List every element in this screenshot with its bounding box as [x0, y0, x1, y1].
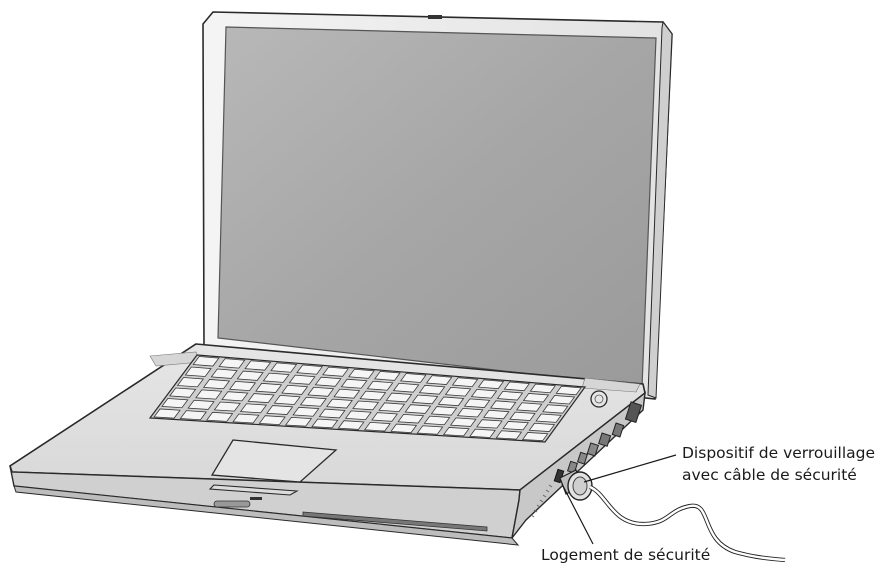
front-latch — [214, 501, 250, 507]
keyboard-key — [550, 395, 575, 404]
lid-latch — [428, 15, 442, 19]
callout-cable-lock-line2: avec câble de sécurité — [682, 464, 875, 486]
display-lid — [203, 12, 672, 399]
callout-security-slot: Logement de sécurité — [541, 544, 710, 566]
power-button — [591, 391, 607, 407]
keyboard-key — [529, 423, 554, 431]
keyboard-key — [523, 432, 548, 440]
keyboard-key — [536, 414, 561, 422]
callout-security-slot-label: Logement de sécurité — [541, 544, 710, 566]
callout-cable-lock: Dispositif de verrouillage avec câble de… — [682, 442, 875, 486]
keyboard-key — [543, 405, 568, 413]
keyboard-key — [556, 386, 581, 395]
display-screen — [218, 27, 656, 387]
callout-cable-lock-line1: Dispositif de verrouillage — [682, 442, 875, 464]
leader-lock — [584, 455, 676, 482]
